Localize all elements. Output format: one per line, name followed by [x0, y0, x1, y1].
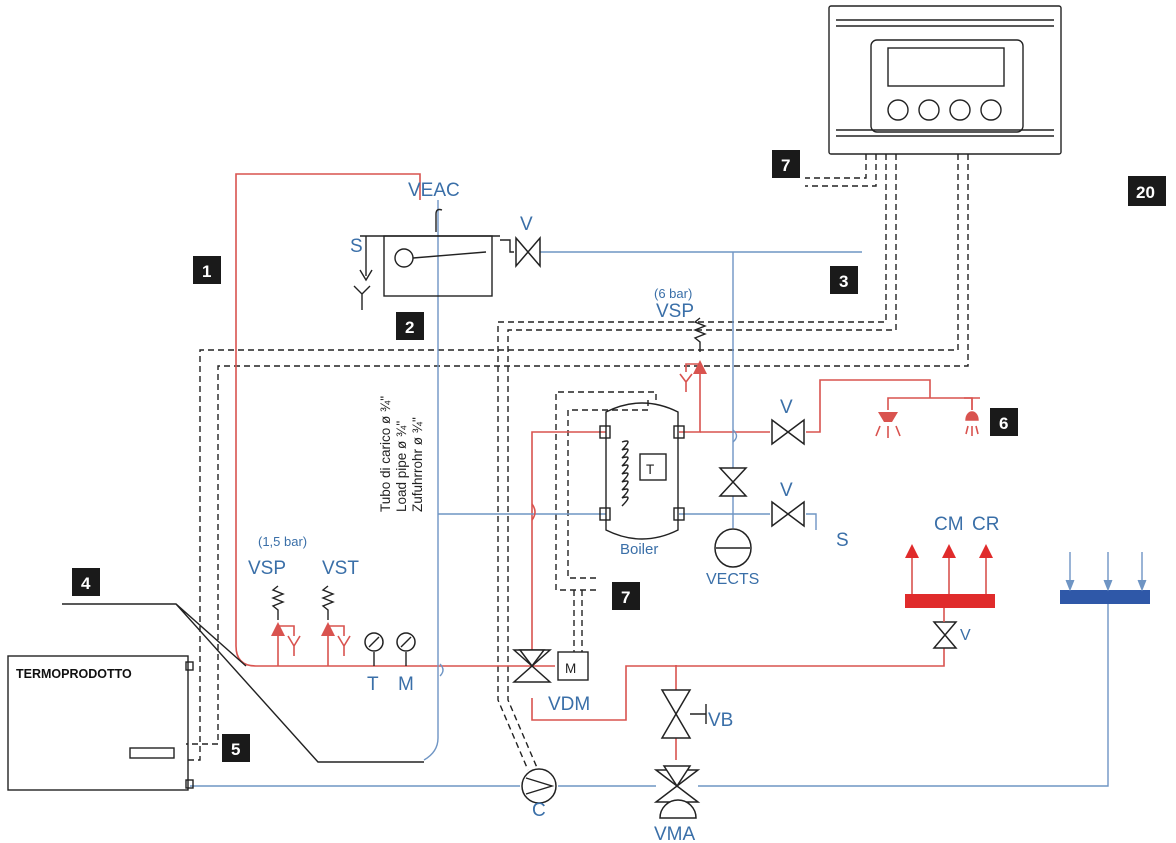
label-vects: VECTS — [706, 571, 759, 588]
panel-knob-icon — [949, 99, 971, 121]
control-panel — [828, 5, 1062, 155]
svg-text:6: 6 — [999, 414, 1008, 433]
svg-text:5: 5 — [231, 740, 240, 759]
control-cables — [186, 154, 969, 771]
svg-text:20: 20 — [1136, 183, 1155, 202]
label-vsp-left-pressure: (1,5 bar) — [258, 534, 307, 549]
svg-text:3: 3 — [839, 272, 848, 291]
label-v-top: V — [520, 214, 533, 235]
label-v-hot: V — [780, 397, 793, 418]
pipe-crossover — [531, 503, 536, 521]
valve-v-manifold — [932, 621, 958, 649]
svg-text:1: 1 — [202, 262, 211, 281]
label-v-manifold: V — [960, 627, 971, 644]
leader-line-4 — [62, 603, 424, 763]
boiler-tank — [599, 402, 685, 540]
label-veac: VEAC — [408, 180, 460, 201]
label-vst: VST — [322, 558, 359, 579]
label-pipe-de: Zufuhrrohr ø ¾" — [410, 417, 425, 512]
label-cm: CM — [934, 514, 964, 535]
label-cr: CR — [972, 514, 999, 535]
label-pipe-it: Tubo di carico ø ¾" — [378, 396, 393, 512]
vdm-valve — [512, 649, 589, 683]
svg-text:7: 7 — [781, 156, 790, 175]
label-pipe-en: Load pipe ø ¾" — [394, 421, 409, 512]
vsp-top — [679, 317, 707, 392]
badge-20: 20 — [1128, 176, 1166, 206]
svg-text:2: 2 — [405, 318, 414, 337]
label-v-cold: V — [780, 480, 793, 501]
valve-vb — [660, 689, 707, 739]
vsp-left — [271, 585, 301, 666]
valve-v-top — [515, 235, 541, 269]
thermometer-gauge — [364, 632, 384, 666]
badge-4: 4 — [72, 568, 100, 596]
label-vb: VB — [708, 710, 733, 731]
badge-1: 1 — [193, 256, 221, 284]
label-s-right: S — [836, 530, 849, 551]
badge-7-boiler: 7 — [612, 582, 640, 610]
badge-7-top: 7 — [772, 150, 800, 178]
pump-c — [521, 768, 557, 804]
label-boiler: Boiler — [620, 541, 658, 558]
label-m-motor: M — [565, 661, 576, 676]
label-m-gauge: M — [398, 674, 414, 695]
panel-knob-icon — [918, 99, 940, 121]
cold-manifold — [1060, 552, 1150, 604]
panel-knob-icon — [887, 99, 909, 121]
label-vdm: VDM — [548, 694, 590, 715]
pipe-crossover — [439, 663, 444, 677]
label-t-sensor: T — [646, 462, 654, 477]
panel-knob-icon — [980, 99, 1002, 121]
pipe-crossover — [732, 429, 738, 443]
hot-manifold — [905, 544, 995, 622]
label-vsp-left: VSP — [248, 558, 286, 579]
manometer-gauge — [396, 632, 416, 666]
badge-6: 6 — [990, 408, 1018, 436]
pump-icon — [521, 768, 557, 804]
svg-text:7: 7 — [621, 588, 630, 607]
label-termoprodotto: TERMOPRODOTTO — [16, 667, 132, 681]
cold-water-pipes — [190, 200, 1109, 787]
float-icon — [394, 248, 414, 268]
badge-5: 5 — [222, 734, 250, 762]
tap-icon — [964, 397, 980, 436]
label-t-gauge: T — [367, 674, 379, 695]
vst-valve — [321, 585, 351, 666]
termoprodotto-unit — [7, 655, 194, 791]
valve-v-hot — [771, 418, 805, 446]
vma-valve — [653, 765, 701, 819]
shower-icon — [875, 412, 901, 438]
label-s-top: S — [350, 236, 363, 257]
label-c-pump: C — [532, 800, 546, 821]
valve-vertical-cold — [718, 467, 748, 497]
valve-v-cold — [771, 500, 805, 528]
hot-water-pipes — [235, 173, 973, 760]
veac-tank — [353, 208, 514, 310]
label-vsp-top: VSP — [656, 301, 694, 322]
load-pipe-labels: Tubo di carico ø ¾" Load pipe ø ¾" Zufuh… — [378, 396, 425, 512]
label-vma: VMA — [654, 824, 696, 843]
vects-vessel — [714, 528, 752, 568]
label-vsp-top-pressure: (6 bar) — [654, 286, 692, 301]
badge-3: 3 — [830, 266, 858, 294]
svg-text:4: 4 — [81, 574, 91, 593]
badge-2: 2 — [396, 312, 424, 340]
